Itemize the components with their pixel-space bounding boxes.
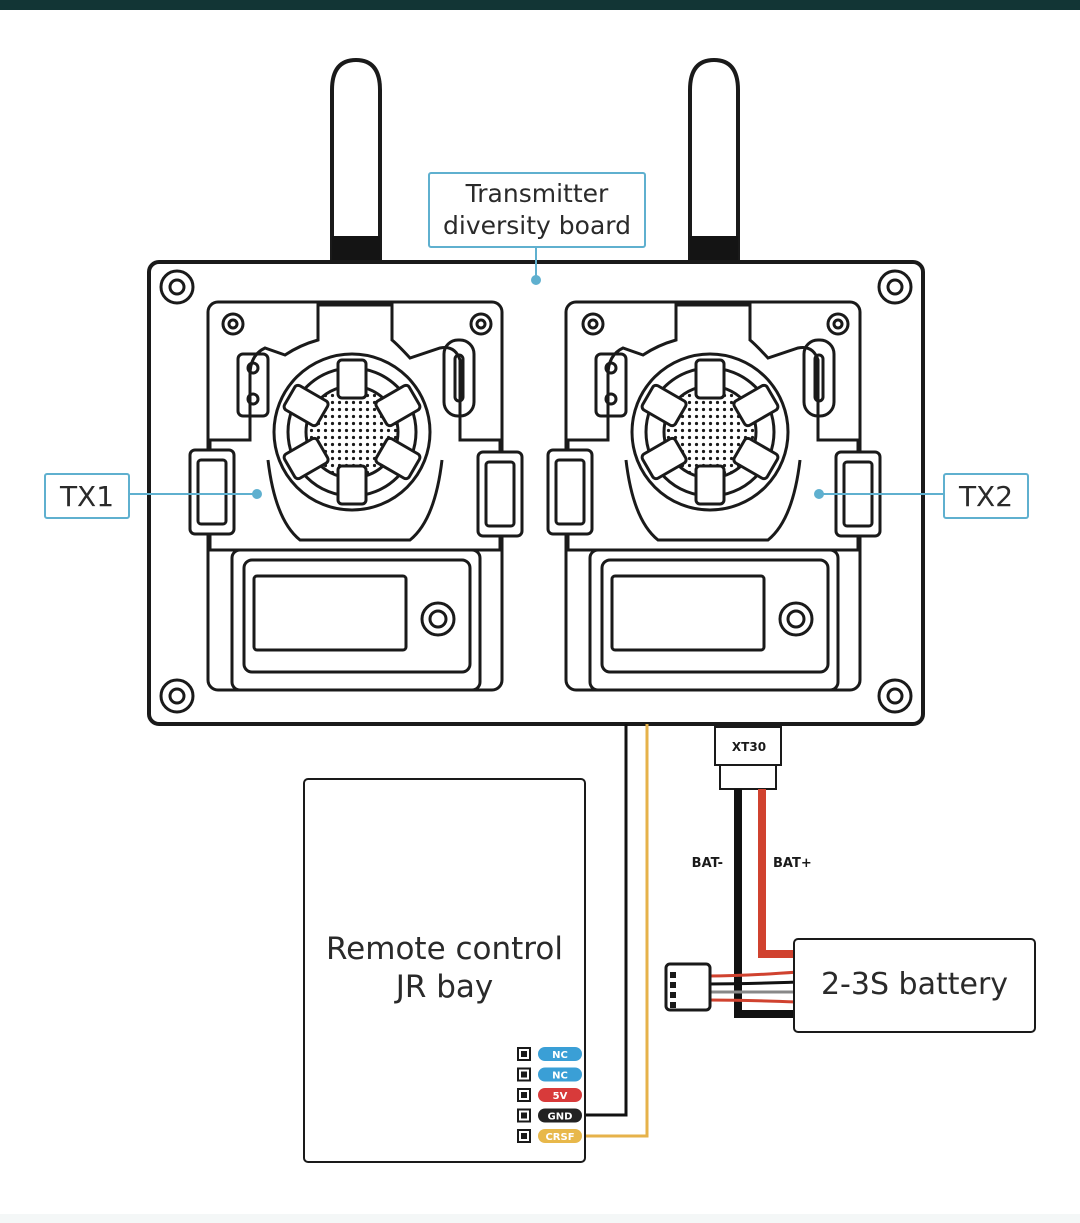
screen-icon (610, 574, 766, 652)
jr-bay-title: Remote control JR bay (326, 931, 563, 1005)
pin-dot (521, 1092, 527, 1098)
mount-hole-icon (159, 269, 913, 714)
jr-pin: 5V (517, 1088, 582, 1102)
pin-dot (521, 1071, 527, 1078)
bat-plus-label: BAT+ (773, 856, 812, 871)
xt30-connector (714, 726, 782, 766)
pin-label: GND (548, 1112, 573, 1123)
knob-icon (420, 601, 456, 637)
crsf-wire (580, 724, 649, 1138)
fan-icon (272, 352, 432, 512)
bat-minus-label: BAT- (692, 856, 723, 871)
pin-badge (538, 1067, 582, 1082)
knob-icon (778, 601, 814, 637)
jr-pin-header: NC NC 5V GND CRSF (517, 1047, 582, 1143)
top-bar (0, 0, 1080, 10)
bat-plus-wire (758, 789, 798, 958)
pin-dot (521, 1112, 527, 1119)
pin-label: NC (552, 1071, 568, 1082)
fan-icon (630, 352, 790, 512)
callout-leader (130, 246, 944, 499)
bottom-bar (0, 1214, 1080, 1223)
xt30-label: XT30 (732, 740, 766, 754)
jr-pin: GND (517, 1108, 582, 1123)
board-callout: Transmitter diversity board (428, 172, 646, 248)
bat-minus-wire (734, 789, 798, 1018)
pin-label: NC (552, 1050, 568, 1061)
pin-dot (521, 1133, 527, 1139)
connector-icon (664, 962, 712, 1012)
pin-badge (538, 1047, 582, 1061)
jr-pin: CRSF (517, 1129, 582, 1143)
jr-pin: NC (517, 1067, 582, 1082)
pin-label: CRSF (545, 1132, 574, 1143)
balance-lead (707, 970, 799, 1004)
pin-label: 5V (553, 1091, 568, 1102)
gnd-wire (580, 724, 628, 1117)
pin-badge (538, 1108, 582, 1123)
screen-icon (252, 574, 408, 652)
jr-bay-box (303, 778, 586, 1163)
pin-badge (538, 1088, 582, 1102)
pin-dot (521, 1051, 527, 1057)
battery-title: 2-3S battery (820, 967, 1009, 1002)
pin-badge (538, 1129, 582, 1143)
battery-box (793, 938, 1036, 1033)
tx1-callout: TX1 (44, 473, 130, 519)
jr-pin: NC (517, 1047, 582, 1061)
tx2-callout: TX2 (943, 473, 1029, 519)
